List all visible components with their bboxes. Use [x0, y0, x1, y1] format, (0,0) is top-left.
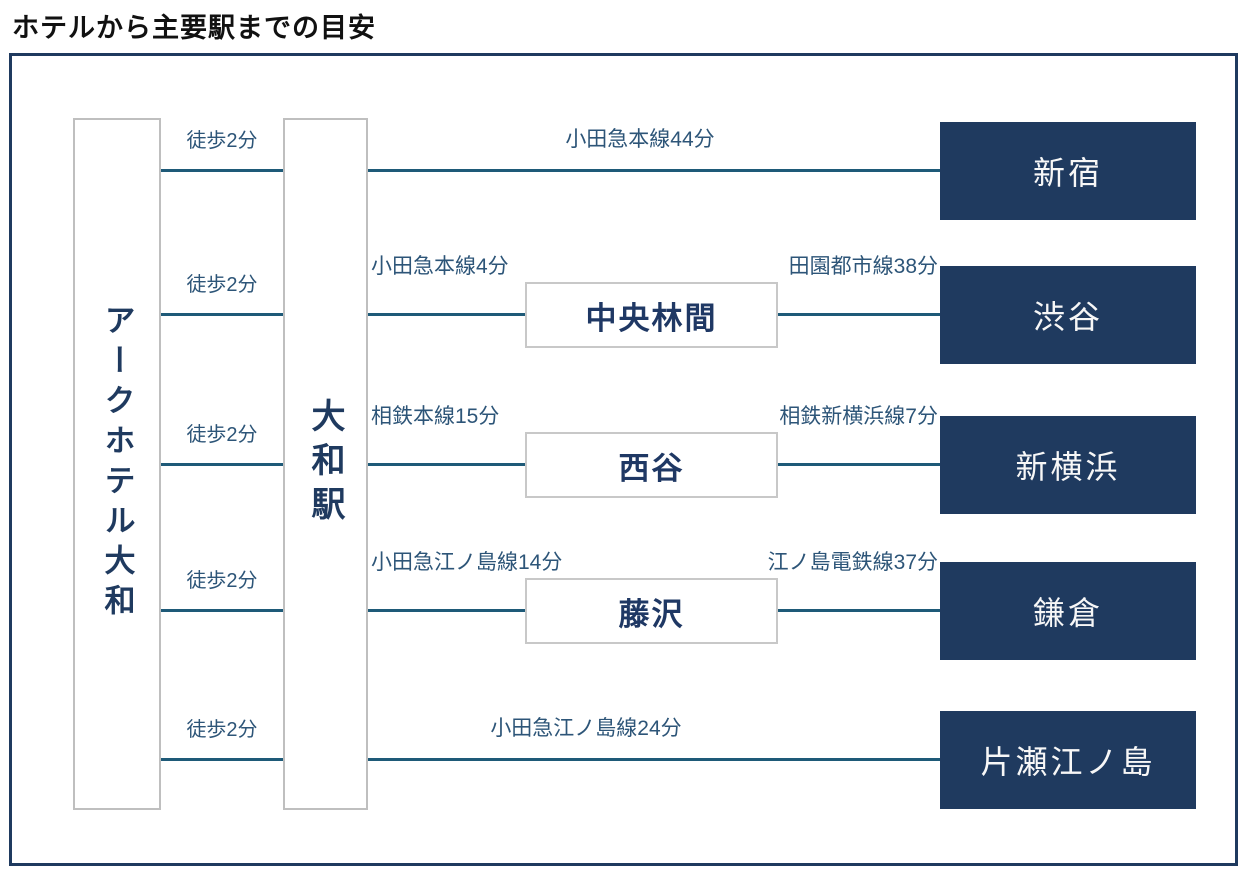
via-station-box: 西谷 — [525, 432, 778, 498]
origin-station-name: 大和駅 — [306, 398, 344, 530]
destination-box: 鎌倉 — [940, 562, 1196, 660]
destination-box: 片瀬江ノ島 — [940, 711, 1196, 809]
destination-box: 新宿 — [940, 122, 1196, 220]
hotel-box: アークホテル大和 — [73, 118, 161, 810]
hotel-name: アークホテル大和 — [99, 304, 135, 624]
route-segment-label: 小田急本線4分 — [371, 255, 509, 278]
walk-time-label: 徒歩2分 — [186, 274, 258, 296]
route-line — [159, 169, 940, 172]
destination-box: 新横浜 — [940, 416, 1196, 514]
route-segment-label: 小田急江ノ島線24分 — [490, 717, 682, 740]
route-segment-label: 小田急本線44分 — [565, 128, 715, 151]
via-station-box: 中央林間 — [525, 282, 778, 348]
route-segment-label: 小田急江ノ島線14分 — [371, 551, 563, 574]
route-segment-label: 相鉄本線15分 — [371, 405, 500, 428]
via-station-box: 藤沢 — [525, 578, 778, 644]
route-segment-label: 相鉄新横浜線7分 — [779, 405, 938, 428]
walk-time-label: 徒歩2分 — [186, 719, 258, 741]
walk-time-label: 徒歩2分 — [186, 130, 258, 152]
walk-time-label: 徒歩2分 — [186, 424, 258, 446]
route-segment-label: 江ノ島電鉄線37分 — [767, 551, 938, 574]
page-title: ホテルから主要駅までの目安 — [12, 13, 376, 43]
walk-time-label: 徒歩2分 — [186, 570, 258, 592]
origin-station-box: 大和駅 — [283, 118, 368, 810]
route-segment-label: 田園都市線38分 — [788, 255, 938, 278]
destination-box: 渋谷 — [940, 266, 1196, 364]
route-line — [159, 758, 940, 761]
